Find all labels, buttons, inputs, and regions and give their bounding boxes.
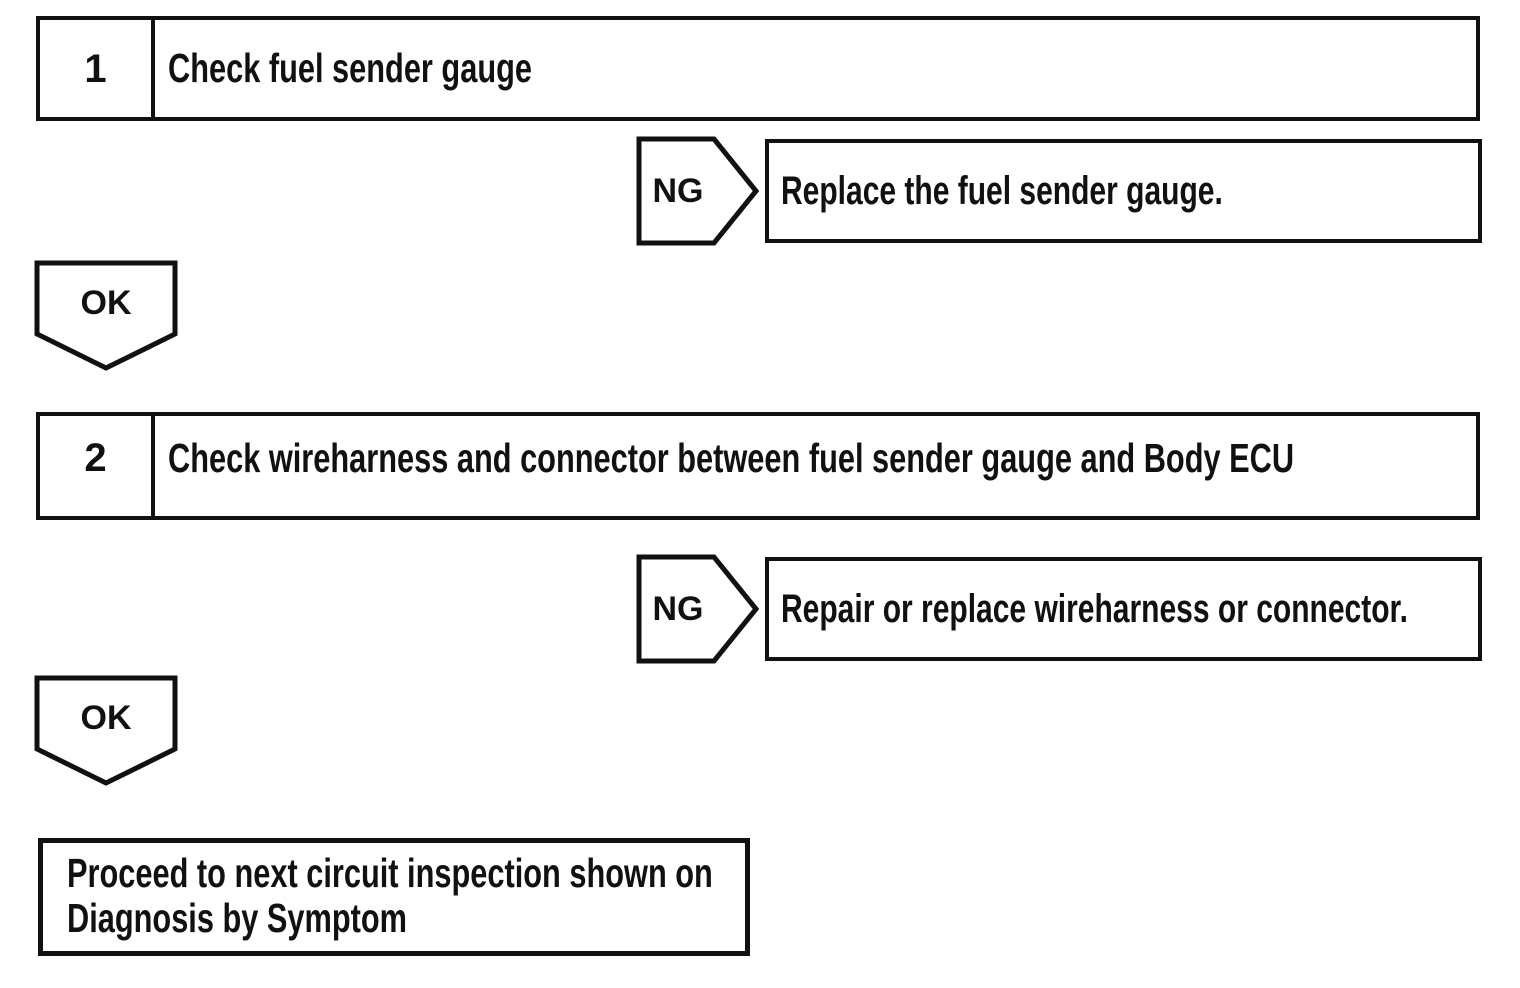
ng-result-2-text: Repair or replace wireharness or connect… (781, 587, 1408, 631)
step-2-box: 2 Check wireharness and connector betwee… (36, 412, 1480, 520)
step-1-title-cell: Check fuel sender gauge (155, 20, 1476, 117)
step-2-number: 2 (84, 436, 107, 480)
ng-result-1-box: Replace the fuel sender gauge. (765, 139, 1482, 243)
step-1-number-cell: 1 (40, 20, 155, 117)
ok-pentagon-down-icon (34, 260, 178, 371)
ng-result-2-box: Repair or replace wireharness or connect… (765, 557, 1482, 661)
final-instruction-line-1: Proceed to next circuit inspection shown… (67, 850, 713, 896)
final-instruction-line-2: Diagnosis by Symptom (67, 895, 408, 941)
step-2-title-cell: Check wireharness and connector between … (155, 416, 1476, 516)
ok-arrow-1: OK (34, 260, 178, 372)
ok-arrow-2: OK (34, 675, 178, 787)
ok-2-label: OK (80, 699, 132, 737)
ng-pentagon-right-icon (636, 554, 760, 664)
step-2-number-cell: 2 (40, 416, 155, 516)
step-1-box: 1 Check fuel sender gauge (36, 16, 1480, 121)
step-1-number: 1 (84, 46, 107, 91)
ng-arrow-1: NG (636, 136, 760, 246)
ng-pentagon-right-icon (636, 136, 760, 246)
ok-pentagon-down-icon (34, 675, 178, 786)
ng-result-1-text: Replace the fuel sender gauge. (781, 169, 1223, 213)
step-1-title: Check fuel sender gauge (168, 45, 532, 91)
ok-1-label: OK (80, 284, 132, 322)
ng-1-label: NG (652, 171, 704, 210)
ng-2-label: NG (652, 589, 704, 628)
step-2-title: Check wireharness and connector between … (168, 434, 1295, 481)
final-instruction-box: Proceed to next circuit inspection shown… (38, 838, 750, 956)
ng-arrow-2: NG (636, 554, 760, 664)
